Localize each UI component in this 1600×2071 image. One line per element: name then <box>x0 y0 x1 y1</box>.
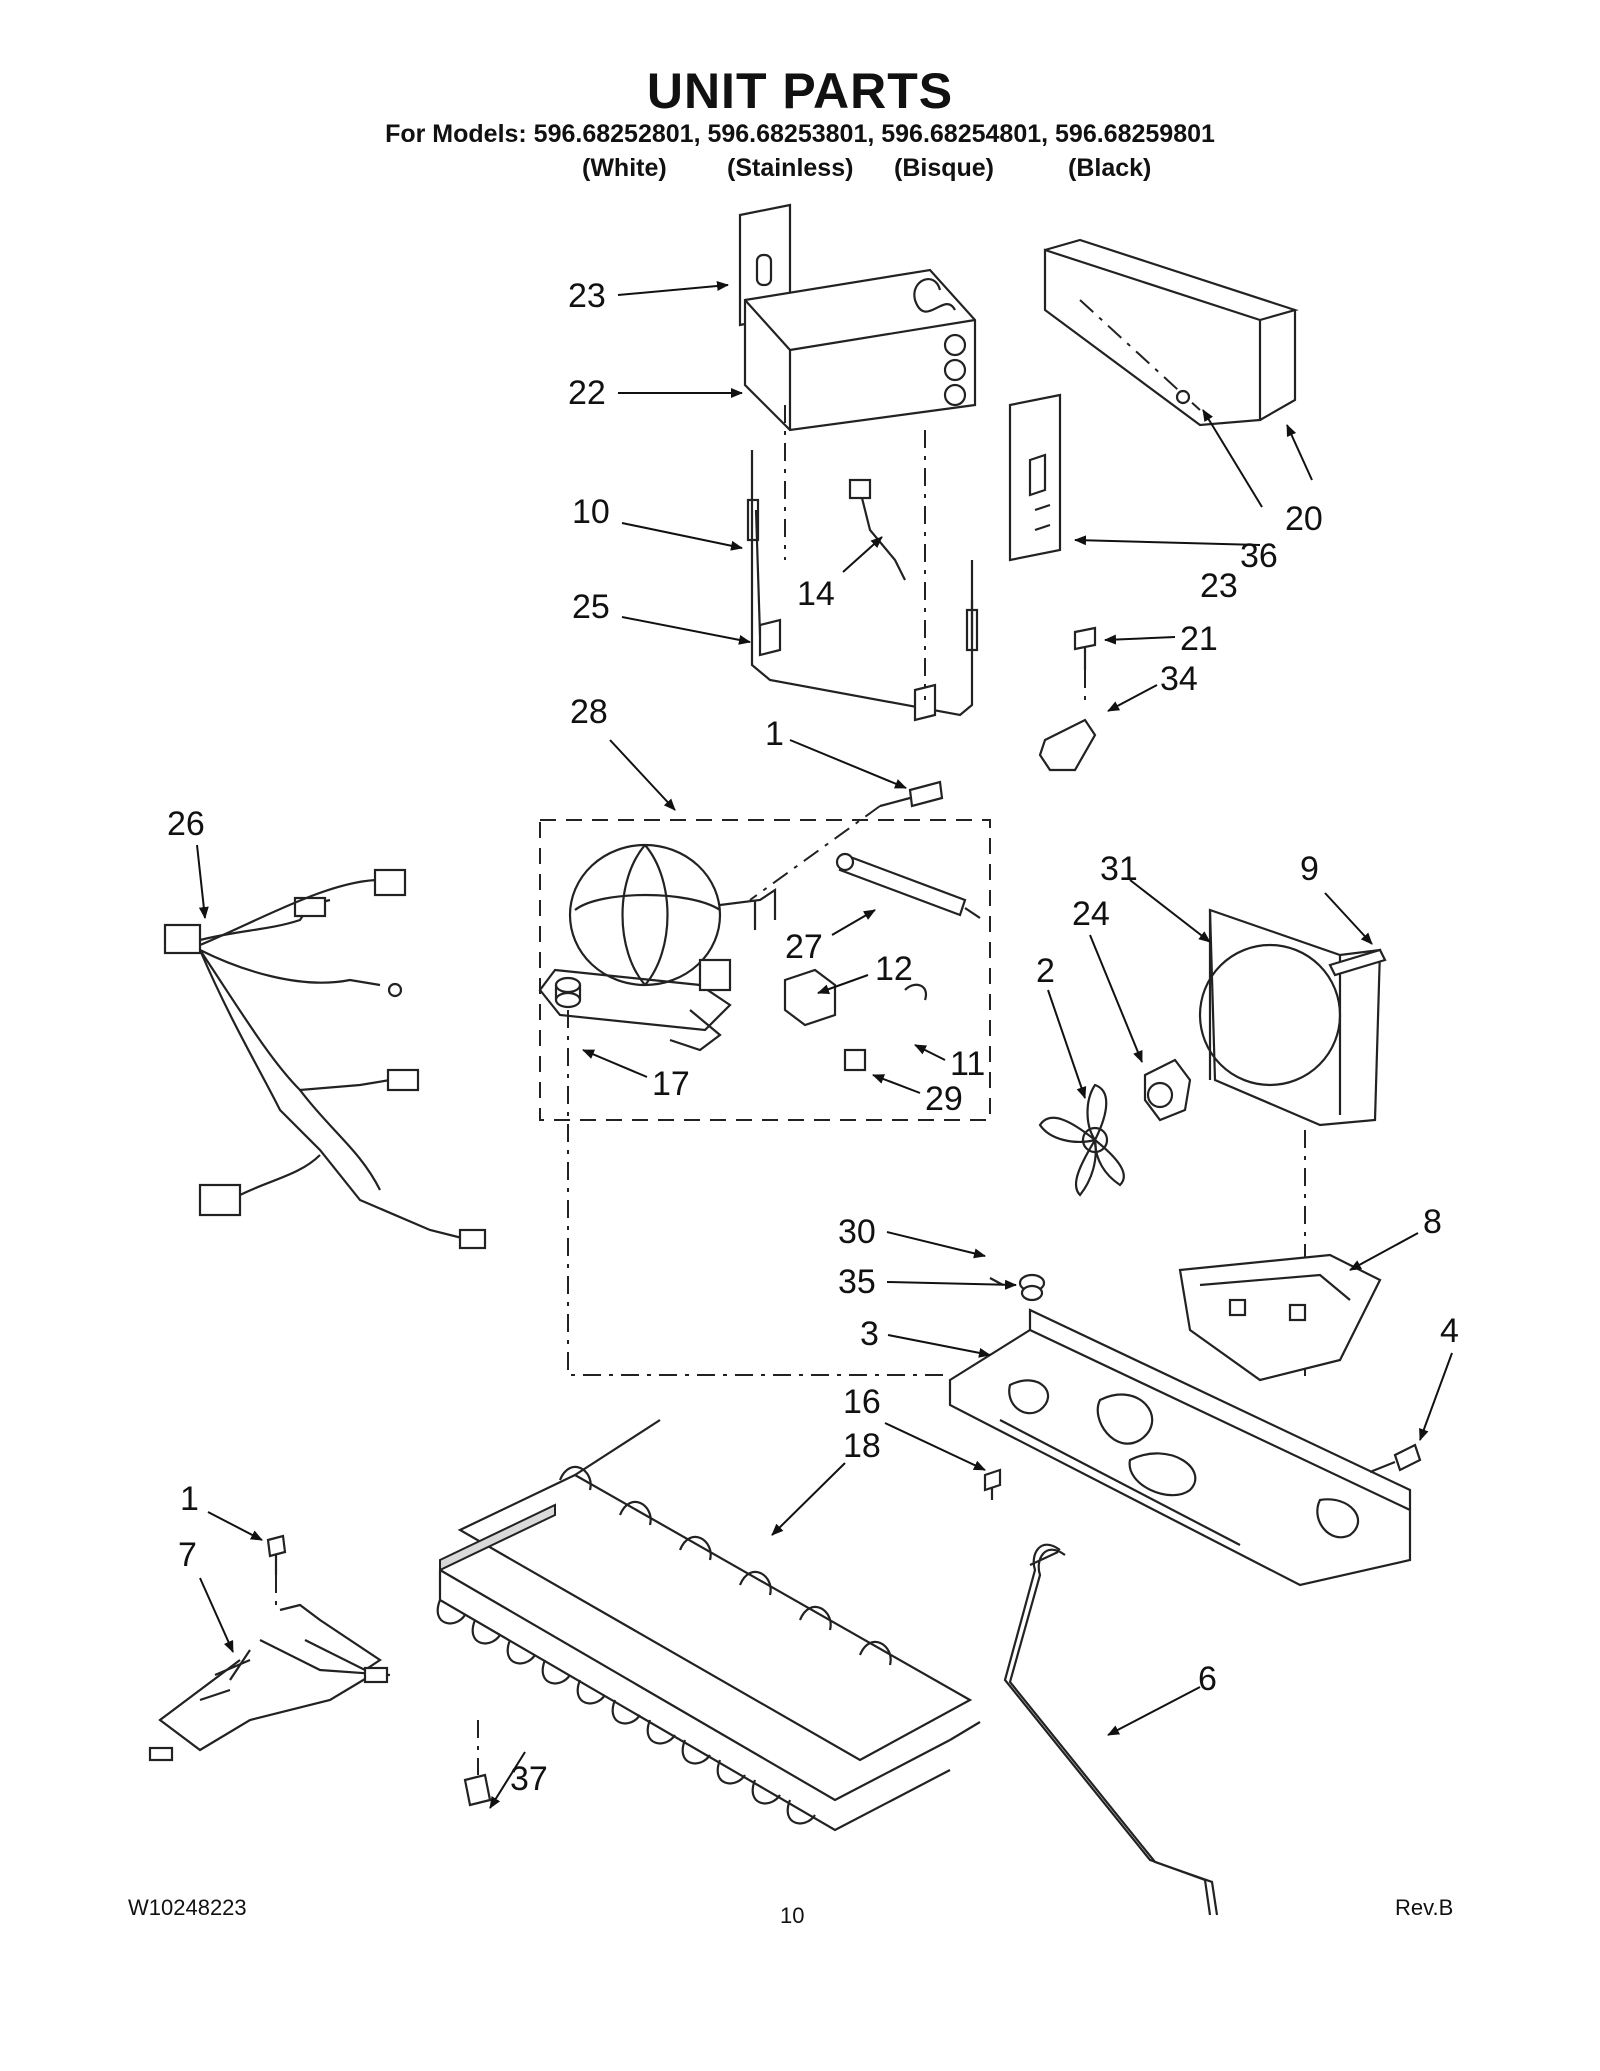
callout-2: 2 <box>1036 952 1055 990</box>
callout-29: 29 <box>925 1080 963 1118</box>
compressor-kit-box <box>539 819 991 1121</box>
callout-31: 31 <box>1100 850 1138 888</box>
callout-18: 18 <box>843 1427 881 1465</box>
evaporator-cover <box>1043 238 1299 427</box>
callout-36: 36 <box>1240 537 1278 575</box>
clip-37 <box>463 1773 492 1807</box>
leader-lines <box>196 281 1453 1809</box>
screw-9 <box>1328 948 1387 977</box>
base-plate <box>948 1308 1412 1587</box>
screw-21 <box>1073 626 1097 670</box>
callout-1b: 1 <box>180 1480 199 1518</box>
color-label-white: (White) <box>582 154 667 182</box>
callout-labels: 23 22 10 14 25 36 20 23 21 34 28 1 26 31… <box>167 277 1459 1798</box>
callout-20: 20 <box>1285 500 1323 538</box>
screw-1-dash <box>749 805 881 901</box>
overload-clip <box>904 983 928 1001</box>
callout-24: 24 <box>1072 895 1110 933</box>
callout-4: 4 <box>1440 1312 1459 1350</box>
drain-tube-outline <box>1008 1548 1219 1916</box>
callout-12: 12 <box>875 950 913 988</box>
grommet-35 <box>1018 1273 1046 1302</box>
callout-16: 16 <box>843 1383 881 1421</box>
defrost-thermostat <box>848 478 906 581</box>
evaporator-dash-line <box>784 405 926 700</box>
doc-number: W10248223 <box>128 1895 247 1920</box>
drain-tube <box>1003 1543 1212 1916</box>
defrost-heater <box>746 450 979 722</box>
evaporator-bracket-right <box>1008 393 1062 562</box>
callout-10: 10 <box>572 493 610 531</box>
color-label-stainless: (Stainless) <box>727 154 854 182</box>
callout-30: 30 <box>838 1213 876 1251</box>
fan-shroud <box>1198 908 1382 1127</box>
screw-16 <box>983 1468 1002 1500</box>
callout-34: 34 <box>1160 660 1198 698</box>
callout-1a: 1 <box>765 715 784 753</box>
callout-22: 22 <box>568 374 606 412</box>
compressor <box>538 843 777 1052</box>
callout-37: 37 <box>510 1760 548 1798</box>
wiring-harness <box>163 868 487 1250</box>
callout-26: 26 <box>167 805 205 843</box>
page-title: UNIT PARTS <box>646 63 954 119</box>
models-line: For Models: 596.68252801, 596.68253801, … <box>385 120 1215 148</box>
bracket-34 <box>1038 718 1097 772</box>
fan-blade <box>1038 1083 1125 1197</box>
cover-29 <box>843 1048 867 1072</box>
harness-7 <box>148 1603 391 1762</box>
callout-14: 14 <box>797 575 835 613</box>
callout-23b: 23 <box>1200 567 1238 605</box>
callout-27: 27 <box>785 928 823 966</box>
screw-36 <box>1175 389 1191 405</box>
callout-23a: 23 <box>568 277 606 315</box>
color-label-bisque: (Bisque) <box>894 154 994 182</box>
callout-8: 8 <box>1423 1203 1442 1241</box>
callout-7: 7 <box>178 1536 197 1574</box>
compressor-dash-line <box>567 1010 950 1376</box>
page-number: 10 <box>780 1903 805 1928</box>
callout-35: 35 <box>838 1263 876 1301</box>
screw-1-bottom <box>266 1534 287 1575</box>
callout-3: 3 <box>860 1315 879 1353</box>
callout-6: 6 <box>1198 1660 1217 1698</box>
condenser <box>436 1419 981 1832</box>
callout-9: 9 <box>1300 850 1319 888</box>
color-label-black: (Black) <box>1068 154 1152 182</box>
callout-11: 11 <box>950 1045 985 1083</box>
drier <box>835 852 981 919</box>
fan-motor <box>1143 1058 1192 1122</box>
revision: Rev.B <box>1395 1895 1454 1920</box>
grommet <box>554 976 582 1009</box>
callout-21: 21 <box>1180 620 1218 658</box>
screw-4 <box>1369 1443 1422 1474</box>
callout-25: 25 <box>572 588 610 626</box>
screw-1-top <box>879 780 944 808</box>
callout-17: 17 <box>652 1065 690 1103</box>
evaporator <box>743 268 977 432</box>
callout-28: 28 <box>570 693 608 731</box>
shroud-bracket <box>1178 1253 1382 1382</box>
relay <box>783 968 837 1027</box>
